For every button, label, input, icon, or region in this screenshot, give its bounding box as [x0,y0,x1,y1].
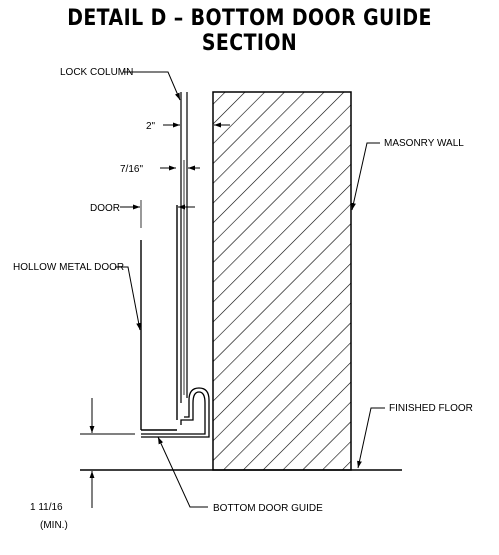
leader-hollow-metal-door [115,266,142,331]
masonry-wall [212,91,352,471]
label-door: DOOR [90,203,120,214]
label-clearance-min: (MIN.) [40,520,68,531]
leader-bottom-door-guide [157,436,208,508]
label-7-16: 7/16" [120,164,143,175]
label-lock-column: LOCK COLUMN [60,67,133,78]
drawing-title: DETAIL D – BOTTOM DOOR GUIDE SECTION [67,6,432,56]
finished-floor-line [80,433,402,471]
lock-column [180,92,188,403]
label-bottom-door-guide: BOTTOM DOOR GUIDE [213,503,323,514]
label-finished-floor: FINISHED FLOOR [389,403,473,414]
label-masonry-wall: MASONRY WALL [384,138,464,149]
hollow-metal-door [140,205,178,431]
leader-finished-floor [357,407,385,469]
leader-lock-column [123,71,181,101]
label-clearance: 1 11/16 [30,502,63,513]
dimension-door [120,200,195,228]
bottom-door-guide [141,387,210,438]
label-hollow-metal-door: HOLLOW METAL DOOR [13,262,124,273]
label-2-inch: 2" [146,121,156,132]
leader-masonry-wall [351,142,380,211]
